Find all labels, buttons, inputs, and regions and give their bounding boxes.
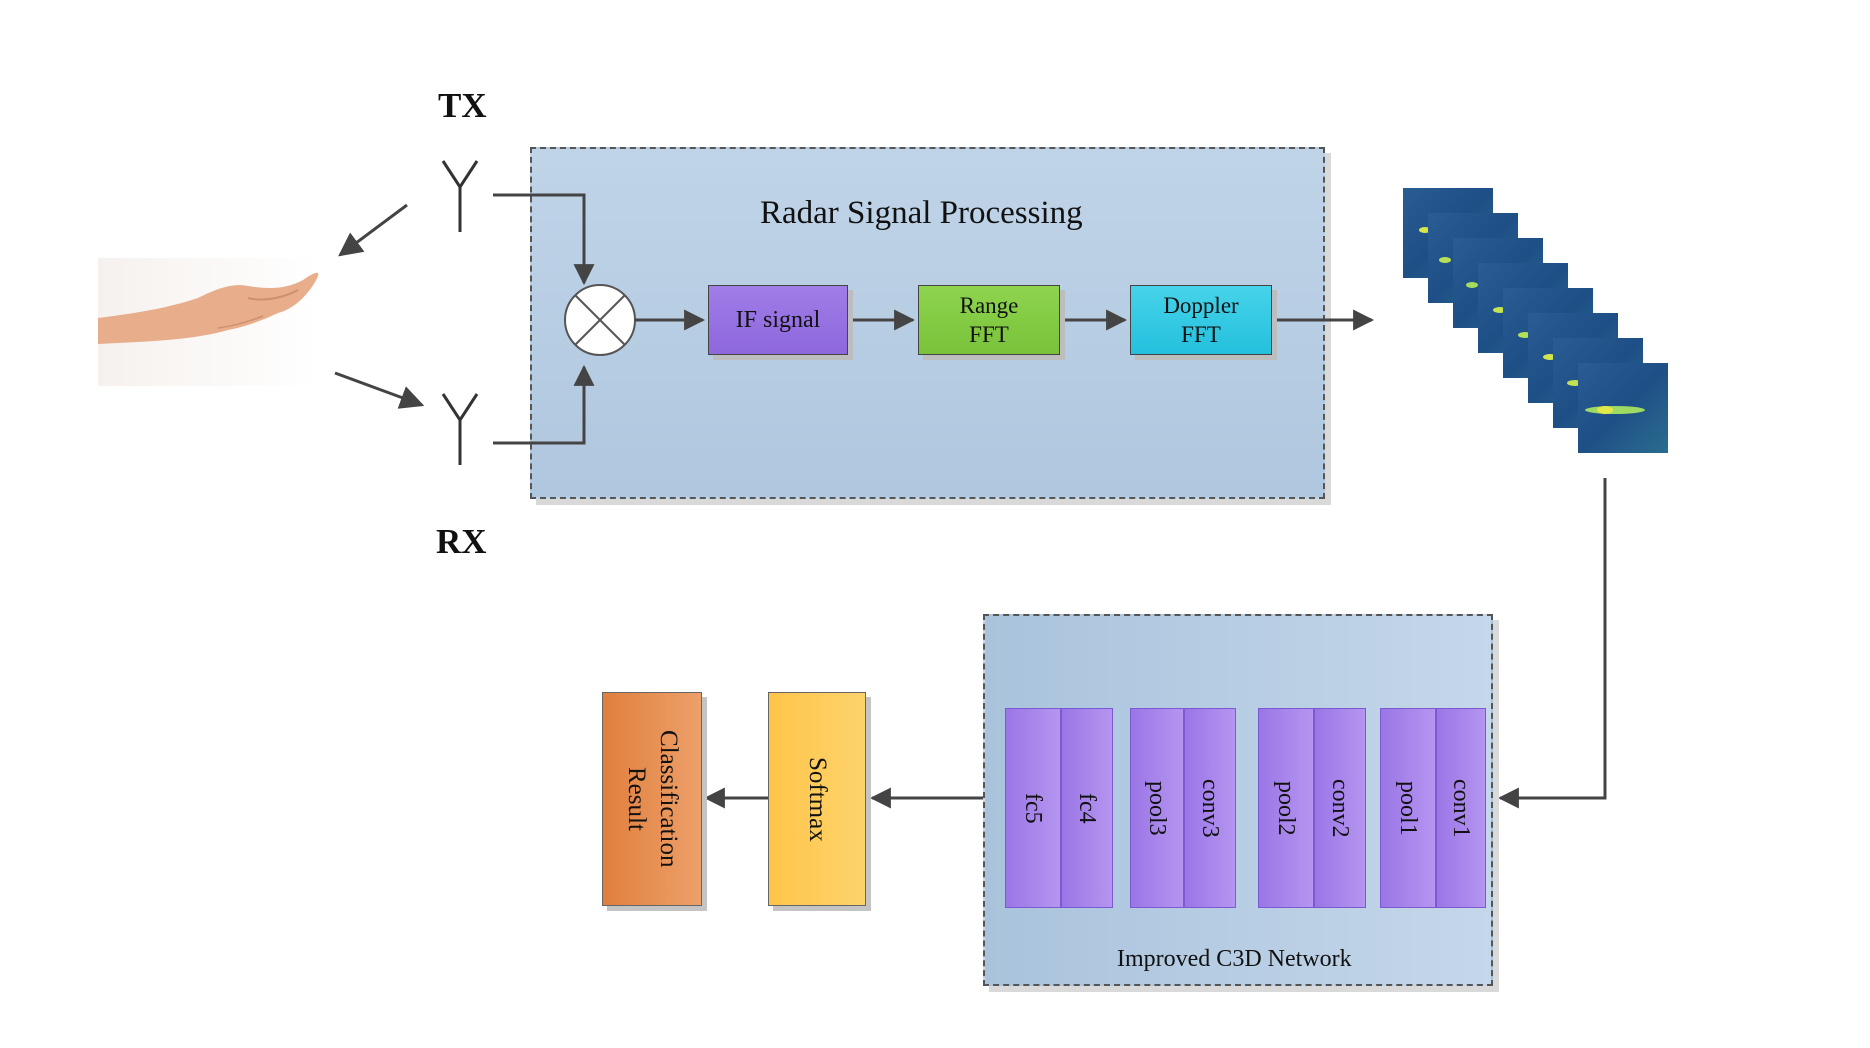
layer-conv2-label: conv2 [1327,778,1353,838]
layer-pool3-label: pool3 [1144,780,1170,836]
layer-pool1-label: pool1 [1395,780,1421,836]
if-signal-box: IF signal [708,285,848,355]
hand-image [98,258,320,386]
tx-antenna-icon [441,160,479,232]
layer-pool2: pool2 [1258,708,1314,908]
radar-panel-title: Radar Signal Processing [760,195,1083,231]
classification-result-label: Classification Result [623,730,682,868]
layer-conv2: conv2 [1314,708,1366,908]
network-panel-title: Improved C3D Network [1117,946,1352,972]
classification-result-box: Classification Result [602,692,702,906]
maps-to-network-line [1497,478,1607,809]
layer-fc5-label: fc5 [1020,792,1046,824]
tx-to-hand-arrow [338,203,408,257]
layer-conv3-label: conv3 [1197,778,1223,838]
hand-to-rx-arrow [334,371,425,409]
layer-fc4-label: fc4 [1074,792,1100,824]
map-frame-8 [1578,363,1668,453]
softmax-box: Softmax [768,692,866,906]
hand-drawing [98,272,319,344]
doppler-fft-box: Doppler FFT [1130,285,1272,355]
rx-to-mixer-line [493,364,595,445]
layer-fc4: fc4 [1061,708,1113,908]
range-fft-label: Range FFT [959,293,1019,347]
range-fft-box: Range FFT [918,285,1060,355]
rx-antenna-icon [441,393,479,465]
layer-pool1: pool1 [1380,708,1436,908]
mixer-icon [564,284,636,356]
rx-label: RX [436,522,487,561]
layer-conv1: conv1 [1436,708,1486,908]
layer-conv1-label: conv1 [1448,778,1474,838]
tx-to-mixer-line [493,193,595,286]
tx-label: TX [438,86,487,125]
range-doppler-map-stack [1403,188,1668,453]
layer-pool3: pool3 [1130,708,1184,908]
doppler-fft-label: Doppler FFT [1163,293,1239,347]
layer-pool2-label: pool2 [1273,780,1299,836]
layer-conv3: conv3 [1184,708,1236,908]
layer-fc5: fc5 [1005,708,1061,908]
softmax-label: Softmax [804,756,831,842]
